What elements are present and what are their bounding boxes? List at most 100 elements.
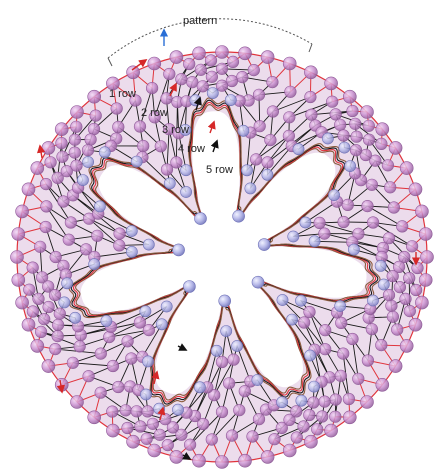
bead-pink [304,434,318,449]
bead-pink [326,95,339,108]
bead-blue [61,277,73,290]
bead-pink [363,133,376,146]
bead-pink [329,410,342,423]
bead-pink [40,200,53,213]
bead-pink [260,450,275,464]
bead-pink [51,171,64,184]
bead-pink [140,432,153,445]
bead-pink [385,299,398,312]
bead-blue [180,186,192,198]
bead-pink [106,423,120,438]
bead-blue [88,258,101,271]
bead-pink [375,377,390,392]
bead-pink [87,89,101,104]
bead-pink [399,161,414,175]
bead-pink [175,73,188,86]
bead-pink [391,323,404,336]
bead-pink [406,240,419,253]
bead-blue [193,381,206,394]
bead-pink [133,120,147,133]
bead-pink [53,307,66,320]
bead-pink [113,239,126,252]
bead-pink [87,122,101,136]
bead-pink [170,156,183,169]
bead-pink [238,453,252,468]
bead-blue [139,305,152,318]
bead-blue [100,314,113,327]
bead-blue [179,124,192,136]
pattern-arc-tick-left [107,57,113,67]
bead-pink [329,108,342,121]
bead-blue [237,124,250,137]
bead-blue [347,243,360,256]
bead-blue [334,300,347,312]
bead-pink [186,76,199,89]
bead-pink [196,80,209,93]
bead-pink [113,227,126,240]
bead-pink [399,339,414,353]
bead-pink [106,76,120,91]
bead-pink [42,300,55,314]
pattern-arc [107,18,313,59]
bead-blue [377,278,390,291]
bead-blue [220,325,233,337]
bead-pink [160,92,173,105]
bead-pink [205,433,218,446]
bead-pink [335,316,348,330]
bead-pink [250,153,263,166]
bead-pink [141,405,154,418]
bead-pink [396,220,409,233]
bead-pink [381,159,395,172]
bead-pink [367,216,380,229]
arrow-red [169,82,177,97]
bead-pink [11,273,26,287]
bead-pink [160,163,174,176]
bead-blue [276,294,289,306]
bead-pink [318,395,331,408]
bead-blue [94,200,106,213]
bead-pink [192,46,206,61]
bead-pink [194,63,207,76]
bead-pink [163,67,176,81]
bead-pink [106,405,119,418]
bead-pink [146,417,159,430]
bead-pink [388,359,403,373]
bead-pink [215,355,229,369]
bead-pink [134,420,147,433]
bead-pink [319,343,332,356]
bead-blue [241,164,253,177]
bead-blue [210,344,223,357]
bead-pink [227,353,240,366]
bead-pink [359,148,372,162]
bead-pink [10,250,24,264]
bead-blue [160,300,173,313]
bead-pink [349,144,363,157]
bead-pink [112,120,125,134]
bead-pink [51,330,64,343]
bead-pink [35,271,49,284]
bead-pink [365,178,379,191]
bead-pink [420,250,434,264]
bead-pink [361,354,375,367]
bead-pink [342,89,357,104]
bead-blue [338,141,351,154]
bead-pink [192,453,206,468]
bead-pink [334,369,347,382]
bead-pink [87,410,101,425]
bead-blue [276,396,288,409]
bead-pink [11,227,26,241]
bead-pink [110,102,123,115]
bead-pink [205,70,218,83]
bead-pink [70,159,83,172]
bead-blue [231,340,243,352]
bead-pink [410,283,423,297]
bead-pink [225,429,239,442]
bead-pink [324,76,338,91]
bead-pink [266,75,279,89]
bead-pink [119,404,132,417]
bead-pink [382,232,396,245]
bead-pink [346,332,359,346]
bead-pink [305,108,318,121]
pattern-label: pattern [183,15,217,27]
bead-pink [73,340,86,353]
